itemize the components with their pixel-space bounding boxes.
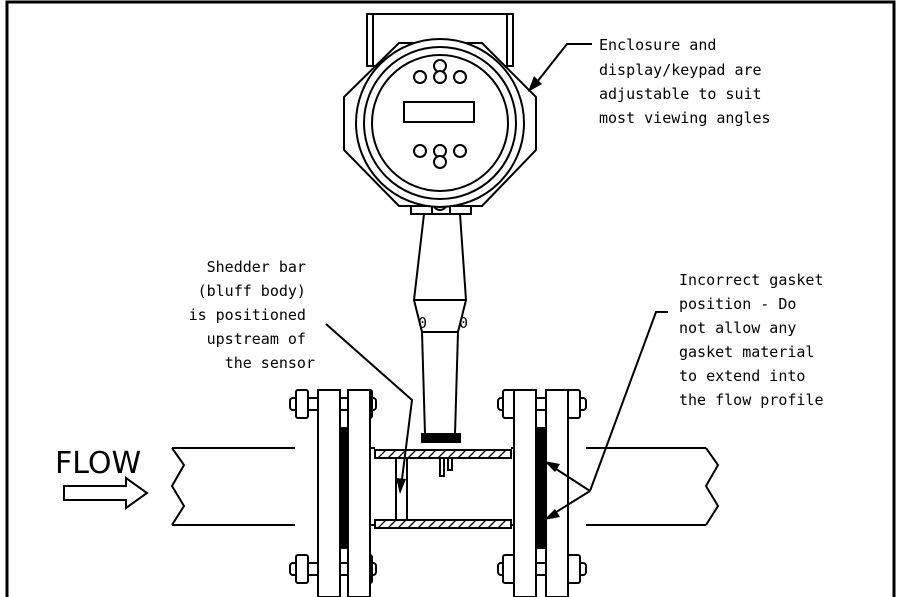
gasket-note-line: Incorrect gasket bbox=[679, 271, 824, 289]
gasket-leader bbox=[552, 311, 668, 515]
shedder-leader-arrowhead bbox=[396, 478, 406, 494]
keypad-top bbox=[413, 59, 467, 84]
gasket-note-line: position - Do bbox=[679, 295, 796, 313]
sensor-element bbox=[439, 457, 453, 477]
shedder-note-line: the sensor bbox=[225, 354, 315, 372]
gasket-leader-arrowhead-lower bbox=[544, 509, 560, 520]
flow-arrow bbox=[63, 476, 149, 510]
gasket-note: Incorrect gasket position - Do not allow… bbox=[679, 271, 833, 409]
keypad-button bbox=[453, 70, 467, 84]
keypad-button bbox=[413, 70, 427, 84]
gasket-note-line: the flow profile bbox=[679, 391, 824, 409]
right-flange-pair bbox=[497, 389, 587, 597]
downstream-pipe bbox=[586, 447, 720, 526]
gasket-note-line: not allow any bbox=[679, 319, 796, 337]
enclosure-note: Enclosure and display/keypad are adjusta… bbox=[599, 36, 771, 127]
enclosure-note-line: most viewing angles bbox=[599, 109, 771, 127]
enclosure-leader-arrowhead bbox=[528, 76, 542, 92]
keypad-bottom bbox=[413, 144, 467, 169]
keypad-button bbox=[453, 144, 467, 158]
gasket-note-line: gasket material bbox=[679, 343, 814, 361]
shedder-note-line: (bluff body) bbox=[198, 282, 306, 300]
enclosure-leader bbox=[536, 43, 592, 83]
keypad-button bbox=[413, 144, 427, 158]
shedder-note-line: is positioned bbox=[189, 306, 306, 324]
enclosure-note-line: adjustable to suit bbox=[599, 85, 762, 103]
drawing-border bbox=[5, 0, 896, 597]
gasket-leader-arrowhead-upper bbox=[544, 461, 560, 472]
shedder-note-line: Shedder bar bbox=[207, 258, 306, 276]
flow-label: FLOW bbox=[55, 446, 141, 481]
upstream-pipe bbox=[170, 447, 295, 526]
enclosure-note-line: Enclosure and bbox=[599, 36, 716, 54]
gasket-note-line: to extend into bbox=[679, 367, 805, 385]
shedder-leader bbox=[325, 323, 414, 488]
stem-mark-right: 0 bbox=[459, 314, 468, 332]
stem-mark-left: 0 bbox=[418, 314, 427, 332]
display-window bbox=[403, 101, 475, 123]
keypad-button bbox=[433, 155, 447, 169]
shedder-note-line: upstream of bbox=[207, 330, 306, 348]
enclosure-note-line: display/keypad are bbox=[599, 61, 762, 79]
shedder-note: Shedder bar (bluff body) is positioned u… bbox=[189, 258, 315, 372]
left-flange-pair bbox=[289, 389, 377, 597]
keypad-button bbox=[433, 70, 447, 84]
